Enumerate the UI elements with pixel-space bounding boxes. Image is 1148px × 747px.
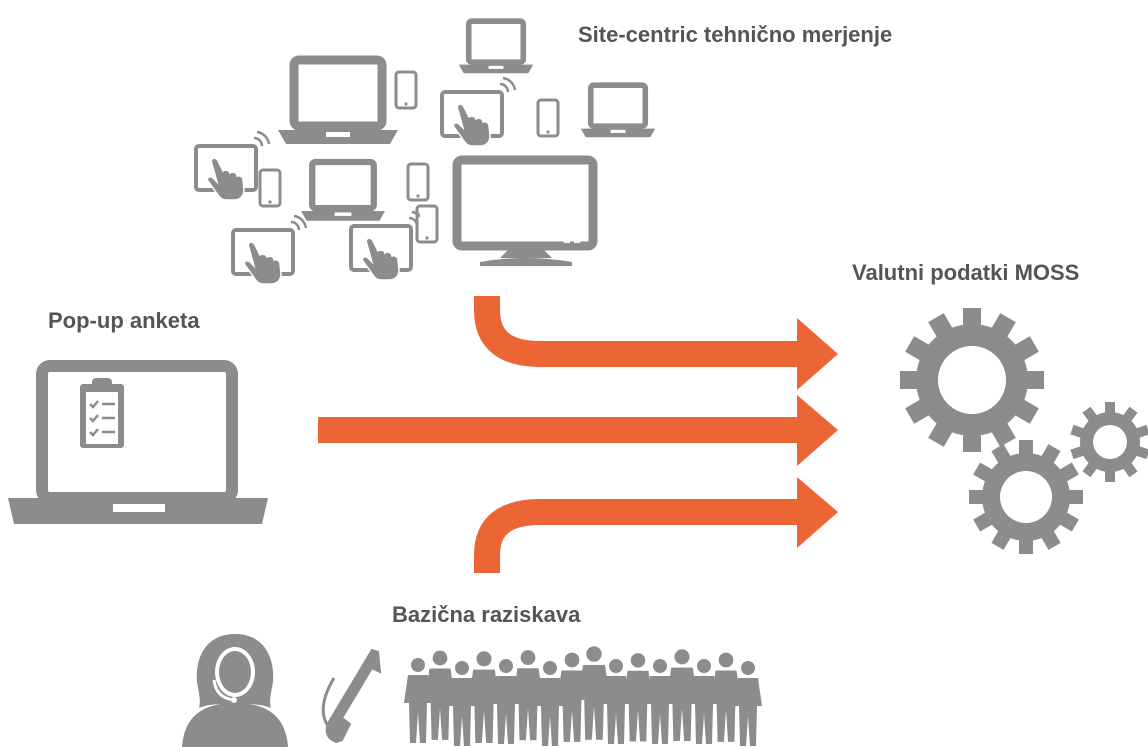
phone-handset-icon	[321, 648, 382, 744]
tablet-touch-icon	[231, 214, 308, 286]
smartphone-icon	[258, 168, 282, 208]
tablet-touch-icon	[349, 210, 426, 282]
smartphone-icon	[406, 162, 430, 202]
tablet-touch-icon	[194, 130, 271, 202]
label-base-survey: Bazična raziskava	[392, 602, 581, 627]
smartphone-icon	[415, 204, 439, 244]
laptop-icon	[581, 85, 655, 137]
device-cloud	[194, 21, 655, 286]
arrow-heads	[797, 318, 838, 548]
flow-arrows	[318, 296, 800, 573]
arrow-top	[474, 296, 800, 367]
label-popup-survey: Pop-up anketa	[48, 308, 200, 333]
laptop-icon	[278, 60, 398, 144]
laptop-clipboard-icon	[8, 360, 268, 524]
tablet-touch-icon	[440, 76, 517, 148]
smartphone-icon	[394, 70, 418, 110]
smartphone-icon	[536, 98, 560, 138]
label-site-centric: Site-centric tehnično merjenje	[578, 22, 893, 47]
operator-headset-icon	[182, 634, 288, 747]
desktop-monitor-icon	[452, 155, 598, 266]
laptop-icon	[459, 21, 533, 73]
arrow-bottom	[474, 499, 800, 573]
laptop-icon	[301, 162, 385, 221]
gears-icon	[900, 308, 1148, 554]
crowd-icon	[404, 646, 762, 746]
label-currency-data: Valutni podatki MOSS	[852, 260, 1080, 285]
